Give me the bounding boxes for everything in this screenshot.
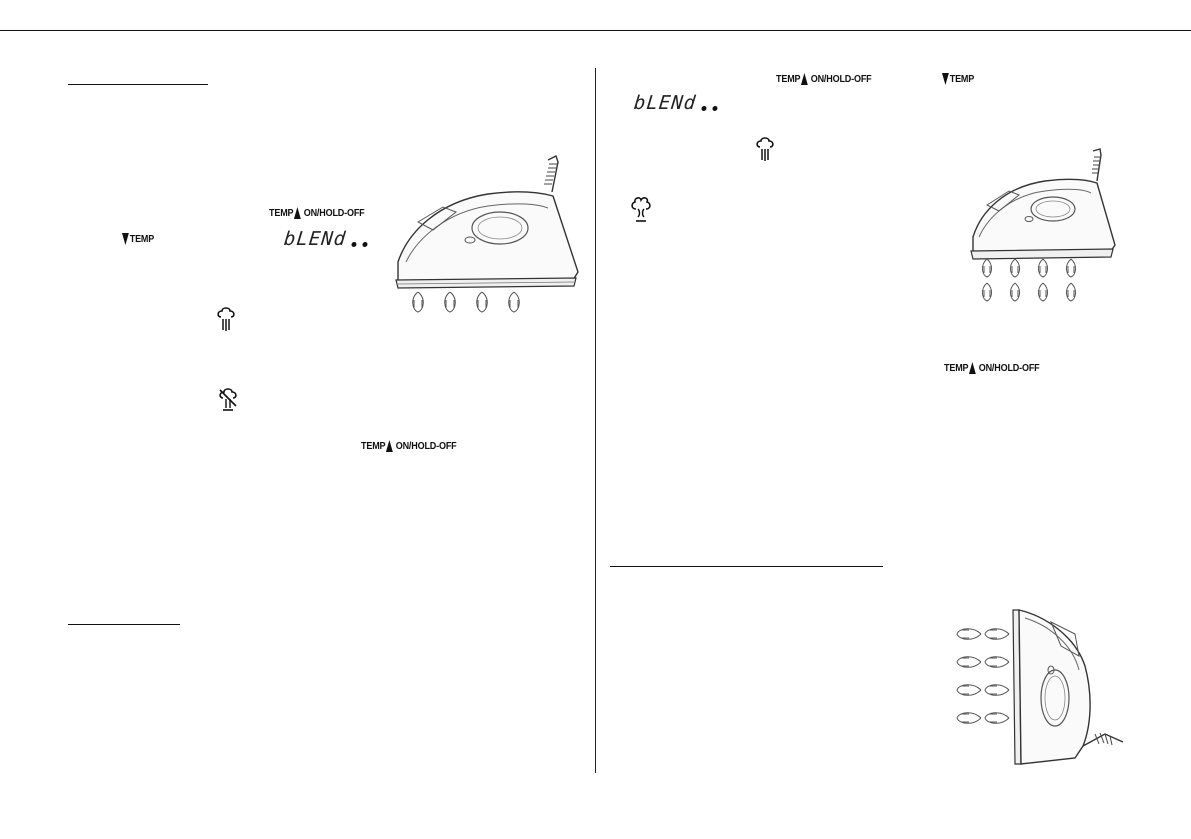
iron-steaming-illustration [395,155,579,313]
display-dot [712,106,718,111]
top-rule [0,30,1191,31]
triangle-up-icon [386,440,394,452]
iron-shot-of-steam-illustration [970,148,1116,302]
display-dot [362,242,368,247]
blend-display: bLENd [633,92,719,114]
triangle-down-icon [942,73,949,85]
triangle-down-icon [122,233,129,245]
triangle-up-icon [294,207,302,219]
section-heading-rule [68,84,208,85]
steam-off-icon [219,388,237,411]
temp-down-label: TEMP [942,73,974,85]
section-heading-rule [610,566,883,567]
blend-display: bLENd [283,228,369,250]
triangle-up-icon [969,362,977,374]
display-dot [351,242,357,247]
steam-icon [217,307,235,331]
iron-vertical-steaming-illustration [956,609,1124,765]
column-divider [595,68,596,773]
steam-icon [756,137,774,161]
triangle-up-icon [801,73,809,85]
section-heading-rule [68,624,180,625]
display-dot [701,106,707,111]
steam-burst-icon [631,197,651,222]
temp-down-label: TEMP [122,233,154,245]
